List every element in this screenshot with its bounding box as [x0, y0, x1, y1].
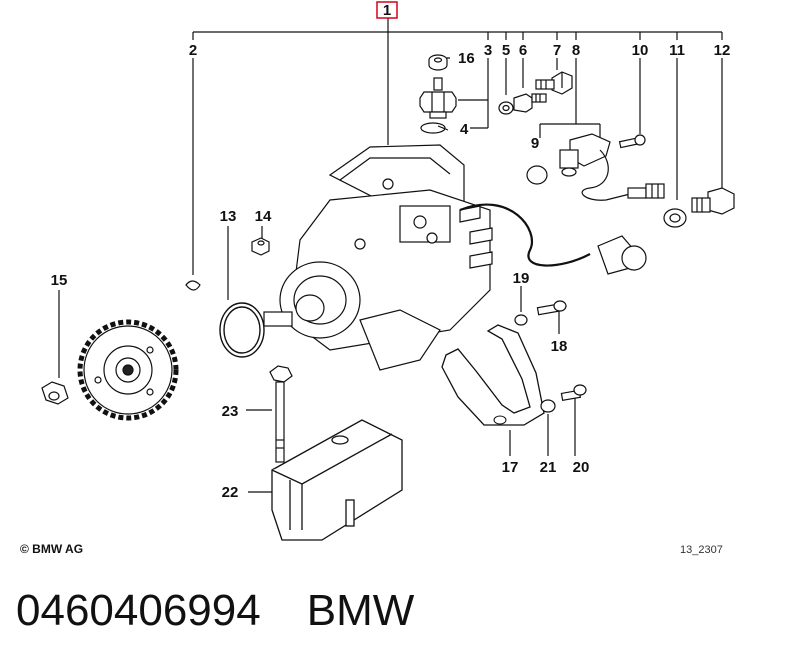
seal-ring-part-9	[526, 165, 548, 185]
injection-pump-part-1	[263, 144, 647, 371]
support-bracket-part-22	[271, 419, 403, 541]
callout-1: 1	[383, 2, 391, 19]
callout-20: 20	[573, 459, 590, 476]
callout-12: 12	[714, 42, 731, 59]
sprocket-part-15	[77, 319, 179, 421]
callout-4: 4	[460, 121, 469, 138]
gasket-ring-part-13	[219, 302, 265, 358]
callout-3: 3	[484, 42, 492, 59]
parts-exploded-diagram: 1 2 3 5 6 7 8 10 11 12 16 4 9 13 14 15 1…	[20, 1, 735, 556]
bolt-part-20	[560, 384, 587, 402]
callout-9: 9	[531, 135, 539, 152]
o-ring-part-4	[420, 122, 446, 134]
washer-part-21	[540, 399, 556, 413]
bolt-part-12	[691, 187, 735, 215]
nut-part-14	[251, 237, 270, 256]
callout-11: 11	[669, 42, 685, 59]
drawing-number: 13_2307	[680, 544, 723, 556]
callout-21: 21	[540, 459, 557, 476]
callout-8: 8	[572, 42, 580, 59]
callout-15: 15	[51, 272, 68, 289]
nut-part-16	[428, 54, 448, 71]
copyright-text: © BMW AG	[20, 542, 83, 556]
banjo-bolt-part-7	[535, 71, 573, 95]
nut-part-15	[41, 381, 69, 405]
callout-5: 5	[502, 42, 510, 59]
washer-part-11	[663, 208, 687, 228]
callout-1-highlight-box	[376, 1, 398, 19]
fitting-part-6	[513, 93, 547, 113]
callout-6: 6	[519, 42, 527, 59]
bracket-part-17	[441, 324, 545, 426]
callout-13: 13	[220, 208, 237, 225]
woodruff-key-part-2	[185, 280, 201, 291]
bolt-part-18	[536, 300, 567, 316]
washer-part-19	[514, 314, 528, 326]
callout-23: 23	[222, 403, 239, 420]
screw-part-10	[618, 134, 646, 149]
callout-7: 7	[553, 42, 561, 59]
callout-10: 10	[632, 42, 649, 59]
caption: 0460406994 BMW	[16, 586, 460, 636]
callout-14: 14	[255, 208, 272, 225]
long-bolt-part-23	[269, 365, 293, 463]
callout-18: 18	[551, 338, 568, 355]
part-number: 0460406994	[16, 586, 261, 635]
valve-fitting-part-3	[419, 77, 457, 119]
brand-name: BMW	[306, 586, 415, 635]
callout-17: 17	[502, 459, 519, 476]
callout-2: 2	[189, 42, 197, 59]
callout-16: 16	[458, 50, 475, 67]
callout-22: 22	[222, 484, 239, 501]
solenoid-valve-part-8	[559, 133, 665, 201]
callout-19: 19	[513, 270, 530, 287]
